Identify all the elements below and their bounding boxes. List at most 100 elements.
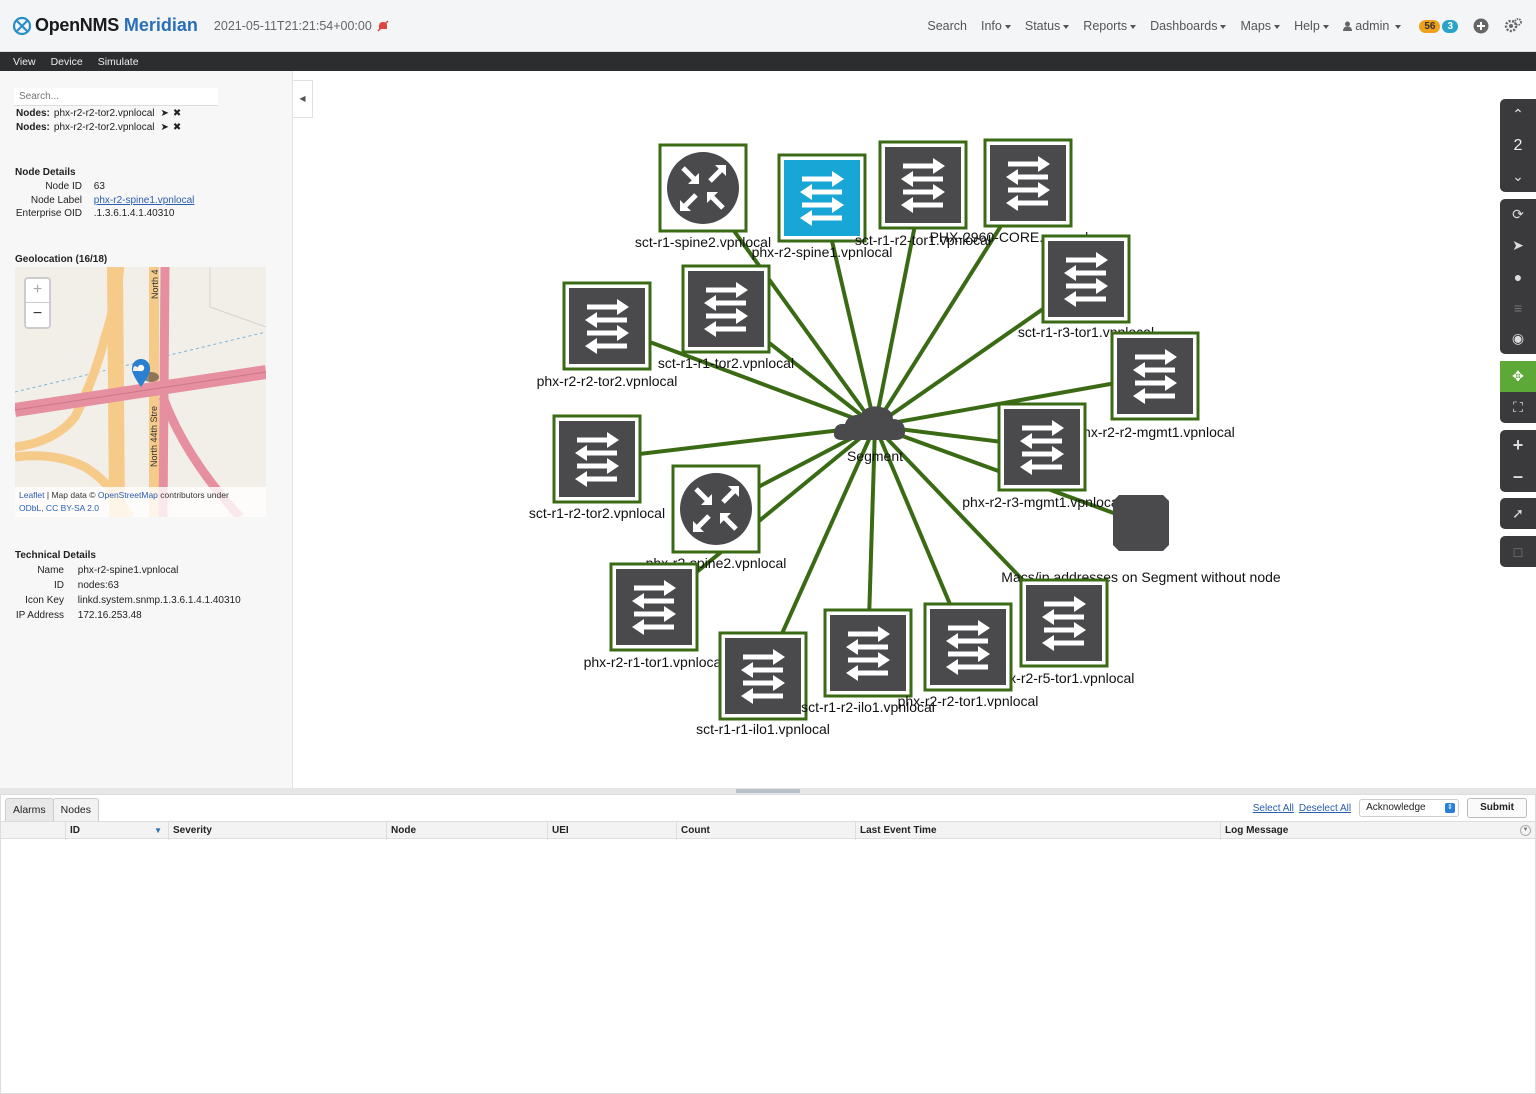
zoom-out-button[interactable]: –: [1500, 461, 1536, 492]
nav-info[interactable]: Info: [981, 19, 1011, 33]
vertex-switch[interactable]: phx-r2-r2-tor2.vpnlocal: [537, 281, 678, 389]
szl-down-button[interactable]: ⌄: [1500, 161, 1536, 192]
save-button[interactable]: □: [1500, 536, 1536, 567]
vertex-switch[interactable]: phx-r2-spine1.vpnlocal: [752, 153, 893, 260]
col-node[interactable]: Node: [386, 822, 547, 840]
license-link[interactable]: ODbL, CC BY-SA 2.0: [19, 503, 100, 513]
switch-icon: [1004, 409, 1080, 485]
osm-link[interactable]: OpenStreetMap: [97, 490, 158, 500]
brand-name: OpenNMS: [35, 15, 119, 35]
vertex-switch[interactable]: sct-r1-r3-tor1.vpnlocal: [1018, 234, 1154, 340]
node-filter-chip: Nodes: phx-r2-r2-tor2.vpnlocal ➤ ✖: [16, 122, 181, 133]
nav-maps[interactable]: Maps: [1240, 19, 1281, 33]
edge-line[interactable]: [874, 374, 1156, 428]
vertex-switch[interactable]: phx-r2-r3-mgmt1.vpnlocal: [962, 402, 1122, 510]
menu-device[interactable]: Device: [50, 55, 83, 68]
vertex-router[interactable]: phx-r2-spine2.vpnlocal: [646, 464, 787, 571]
vertex-switch[interactable]: sct-r1-r1-tor2.vpnlocal: [658, 264, 794, 371]
col-severity[interactable]: Severity: [168, 822, 386, 840]
tab-nodes[interactable]: Nodes: [52, 798, 100, 822]
caret-down-icon: [1322, 24, 1329, 29]
add-circle-icon[interactable]: [1472, 17, 1490, 35]
map-zoom-out-button[interactable]: −: [32, 305, 43, 322]
nav-dashboards[interactable]: Dashboards: [1150, 19, 1227, 33]
vertices-layer: sct-r1-spine2.vpnlocalphx-r2-spine1.vpnl…: [529, 138, 1281, 737]
vertex-label: phx-r2-r2-tor1.vpnlocal: [898, 693, 1039, 709]
szl-up-button[interactable]: ⌃: [1500, 99, 1536, 130]
submit-button[interactable]: Submit: [1467, 798, 1527, 818]
action-select[interactable]: Acknowledge ⇕: [1359, 799, 1460, 817]
zoom-in-button[interactable]: +: [1500, 430, 1536, 461]
nav-help[interactable]: Help: [1294, 19, 1329, 33]
map-zoom-in-button[interactable]: +: [26, 279, 49, 303]
segment-vertex[interactable]: Segment: [833, 406, 906, 464]
col-last-event-time[interactable]: Last Event Time: [855, 822, 1220, 840]
remove-x-icon[interactable]: ✖: [172, 108, 182, 119]
col-uei[interactable]: UEI: [547, 822, 676, 840]
edge-line[interactable]: [606, 324, 876, 428]
refresh-button[interactable]: ⟳: [1500, 199, 1536, 230]
col-log-message[interactable]: Log Message: [1220, 822, 1520, 840]
vertex-switch[interactable]: sct-r1-r2-tor1.vpnlocal: [855, 140, 991, 248]
vertex-switch[interactable]: sct-r1-r2-ilo1.vpnlocal: [801, 608, 935, 715]
plus-icon: +: [1512, 435, 1524, 455]
segment-label: Segment: [847, 448, 903, 464]
oid-label: Enterprise OID: [15, 208, 82, 219]
map-marker-icon[interactable]: [131, 359, 159, 387]
pan-mode-button[interactable]: ✥: [1500, 361, 1536, 392]
switch-icon: [569, 288, 645, 364]
deselect-all-link[interactable]: Deselect All: [1298, 802, 1352, 814]
collapse-panel-button[interactable]: ◀: [293, 80, 313, 118]
vertex-router[interactable]: sct-r1-spine2.vpnlocal: [635, 143, 771, 250]
panel-splitter[interactable]: [0, 788, 1536, 794]
remove-x-icon[interactable]: ✖: [172, 122, 182, 133]
action-select-value: Acknowledge: [1366, 802, 1426, 813]
view-button[interactable]: ◉: [1500, 323, 1536, 354]
geo-map-button[interactable]: ●: [1500, 261, 1536, 292]
caret-down-icon: [1220, 24, 1227, 29]
search-input[interactable]: [14, 88, 218, 106]
menu-simulate[interactable]: Simulate: [97, 55, 139, 68]
share-button[interactable]: ➚: [1500, 498, 1536, 529]
filter-value: phx-r2-r2-tor2.vpnlocal: [53, 108, 155, 119]
vertex-switch[interactable]: PHX-2960-CORE.example.com: [930, 138, 1127, 245]
splitter-handle[interactable]: [736, 789, 800, 793]
notice-count-badge[interactable]: 3: [1442, 19, 1458, 33]
node-label-label: Node Label: [30, 195, 82, 206]
nav-user-menu[interactable]: admin: [1342, 19, 1402, 33]
col-count[interactable]: Count: [676, 822, 855, 840]
notifications-off-icon[interactable]: [376, 19, 390, 33]
select-all-link[interactable]: Select All: [1252, 802, 1294, 814]
column-picker-icon[interactable]: ▼: [1520, 825, 1531, 836]
geolocation-map[interactable]: North 4 North 44th Stre + − Leaflet | Ma…: [15, 267, 266, 517]
vertex-switch[interactable]: sct-r1-r1-ilo1.vpnlocal: [696, 631, 830, 737]
switch-icon: [688, 271, 764, 347]
cloud-icon: [833, 406, 906, 440]
locate-arrow-icon[interactable]: ➤: [160, 108, 169, 119]
locate-arrow-icon[interactable]: ➤: [160, 122, 169, 133]
vertex-switch[interactable]: sct-r1-r2-tor2.vpnlocal: [529, 414, 665, 521]
edge-line[interactable]: [596, 424, 876, 461]
filter-label: Nodes:: [16, 122, 50, 133]
select-mode-button[interactable]: ⛶: [1500, 392, 1536, 423]
nav-status[interactable]: Status: [1025, 19, 1070, 33]
node-label-link[interactable]: phx-r2-spine1.vpnlocal: [93, 195, 195, 206]
nav-search[interactable]: Search: [927, 19, 967, 33]
menu-view[interactable]: View: [13, 55, 36, 68]
center-view-button[interactable]: ➤: [1500, 230, 1536, 261]
nav-reports[interactable]: Reports: [1083, 19, 1137, 33]
col-id[interactable]: ID ▼: [65, 822, 168, 840]
tab-alarms[interactable]: Alarms: [5, 798, 54, 822]
vertex-switch[interactable]: phx-r2-r1-tor1.vpnlocal: [584, 562, 725, 670]
vertex-switch[interactable]: phx-r2-r2-mgmt1.vpnlocal: [1075, 331, 1235, 440]
layout-button[interactable]: ≡: [1500, 292, 1536, 323]
vertex-switch[interactable]: phx-r2-r5-tor1.vpnlocal: [994, 578, 1135, 686]
gears-icon[interactable]: [1504, 17, 1522, 35]
brand[interactable]: OpenNMS Meridian: [12, 15, 198, 36]
bottom-panel: Alarms Nodes Select All Deselect All Ack…: [0, 794, 1536, 1094]
arrows-move-icon: ✥: [1512, 368, 1524, 384]
alarm-count-badge[interactable]: 56: [1419, 19, 1441, 33]
vertex-switch[interactable]: phx-r2-r2-tor1.vpnlocal: [898, 602, 1039, 709]
leaflet-link[interactable]: Leaflet: [19, 490, 45, 500]
